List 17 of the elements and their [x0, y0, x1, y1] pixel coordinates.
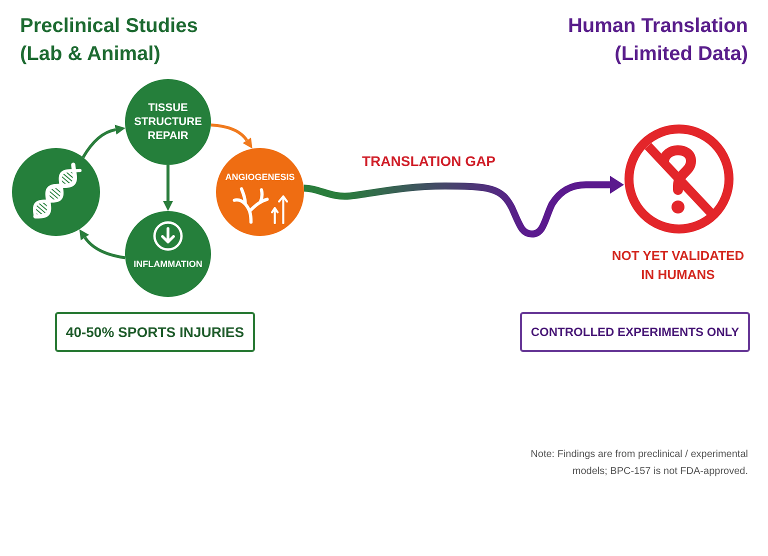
prohibition-question-icon	[624, 124, 734, 234]
arrow	[163, 165, 173, 211]
curved-arrow	[82, 124, 126, 158]
node-label: ANGIOGENESIS	[225, 172, 295, 183]
info-box	[55, 312, 255, 352]
section-heading: Preclinical Studies (Lab & Animal)	[20, 14, 199, 67]
node-label: CONTROLLED EXPERIMENTS ONLY	[530, 324, 740, 341]
node-label: 40-50% SPORTS INJURIES	[66, 322, 244, 342]
node-label: NOT YET VALIDATED IN HUMANS	[610, 247, 746, 284]
curved-arrow	[78, 230, 126, 260]
wavy-arrow	[304, 176, 624, 238]
footnote: Note: Findings are from preclinical / experimental models; BPC-157 is not FDA-approved.	[530, 448, 748, 479]
node-label: TISSUE STRUCTURE REPAIR	[133, 101, 203, 143]
node-label: INFLAMMATION	[134, 259, 202, 270]
curved-arrow	[210, 124, 253, 148]
info-box	[520, 312, 750, 352]
section-heading: Human Translation (Limited Data)	[566, 14, 748, 67]
